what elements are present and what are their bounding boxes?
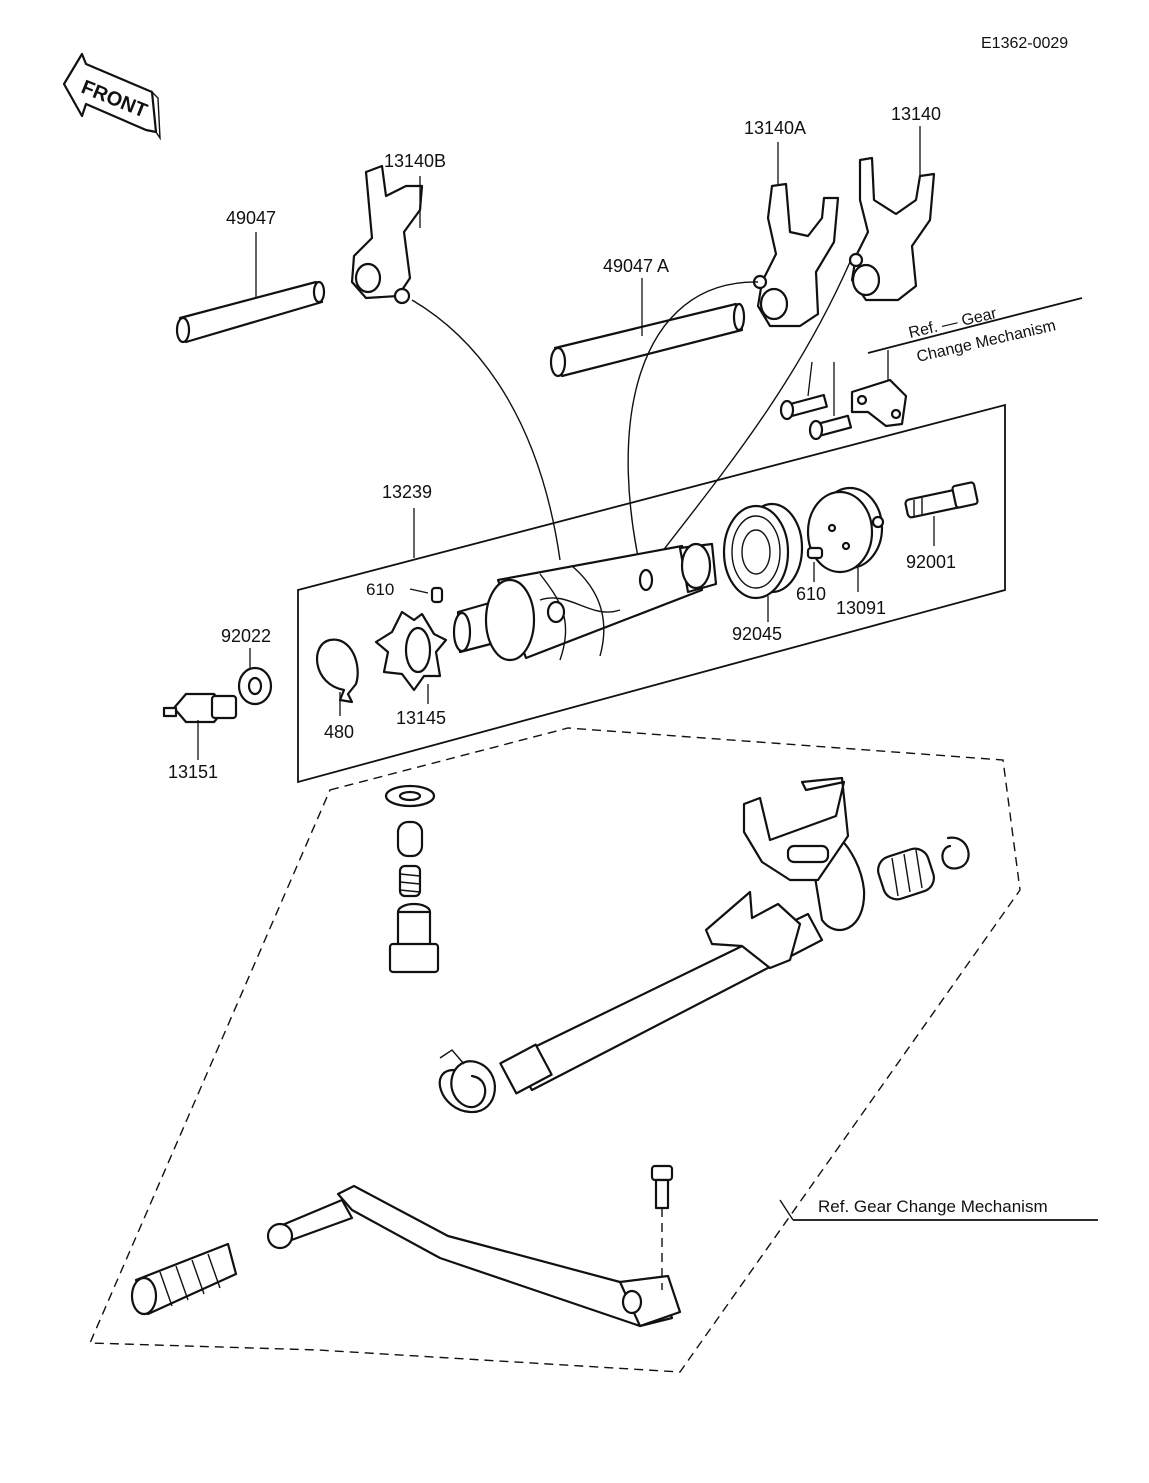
shift-fork-front (848, 156, 936, 302)
drum-plate (806, 486, 885, 574)
label-480: 480 (324, 722, 354, 742)
screw-lower (808, 414, 853, 441)
return-spring (438, 1049, 497, 1114)
ref-lower-label: Ref. Gear Change Mechanism (818, 1197, 1048, 1216)
label-13151: 13151 (168, 762, 218, 782)
shift-fork-center (752, 182, 840, 328)
shift-shaft (499, 776, 866, 1095)
pedal-rubber (130, 1242, 238, 1316)
drum-assembly-frame (297, 403, 1006, 784)
small-circlip (941, 836, 970, 870)
shift-drum (452, 542, 718, 662)
label-13140: 13140 (891, 104, 941, 124)
circlip (315, 638, 359, 704)
ref-lower-tick (779, 1199, 794, 1221)
label-13140B: 13140B (384, 151, 446, 171)
detent-pin (396, 820, 424, 858)
shift-rod-front (549, 302, 746, 378)
bearing (722, 502, 804, 600)
label-49047: 49047 (226, 208, 276, 228)
spring-holder-bolt (388, 902, 440, 974)
label-13140A: 13140A (744, 118, 806, 138)
lower-washer (384, 784, 436, 808)
label-49047A: 49047 A (603, 256, 669, 276)
label-13239: 13239 (382, 482, 432, 502)
label-92045: 92045 (732, 624, 782, 644)
fork-guide-line-rear (411, 299, 561, 561)
pin-right (806, 546, 824, 560)
label-13091: 13091 (836, 598, 886, 618)
cam-plate (374, 610, 448, 692)
neutral-switch (162, 692, 238, 724)
pedal-bolt (650, 1164, 674, 1290)
label-92001: 92001 (906, 552, 956, 572)
shift-mechanism-frame (88, 727, 1021, 1373)
shift-pedal (266, 1184, 682, 1328)
fork-guide-line-center (627, 281, 759, 601)
label-610-top: 610 (366, 580, 394, 599)
diagram-code: E1362-0029 (981, 35, 1068, 52)
pin-top (430, 586, 444, 604)
screw-upper (779, 393, 828, 421)
shift-rod-rear (175, 280, 326, 344)
ref-upper-divider (867, 297, 1083, 354)
washer (237, 666, 273, 706)
front-arrow-icon: FRONT (62, 52, 161, 141)
label-610-right: 610 (796, 584, 826, 604)
label-13145: 13145 (396, 708, 446, 728)
shift-fork-rear (350, 164, 424, 305)
outer-spring (877, 847, 935, 901)
leader-lines (197, 126, 935, 760)
label-92022: 92022 (221, 626, 271, 646)
positioning-plate (850, 378, 908, 428)
detent-spring (398, 864, 422, 898)
bolt-right (904, 481, 979, 519)
